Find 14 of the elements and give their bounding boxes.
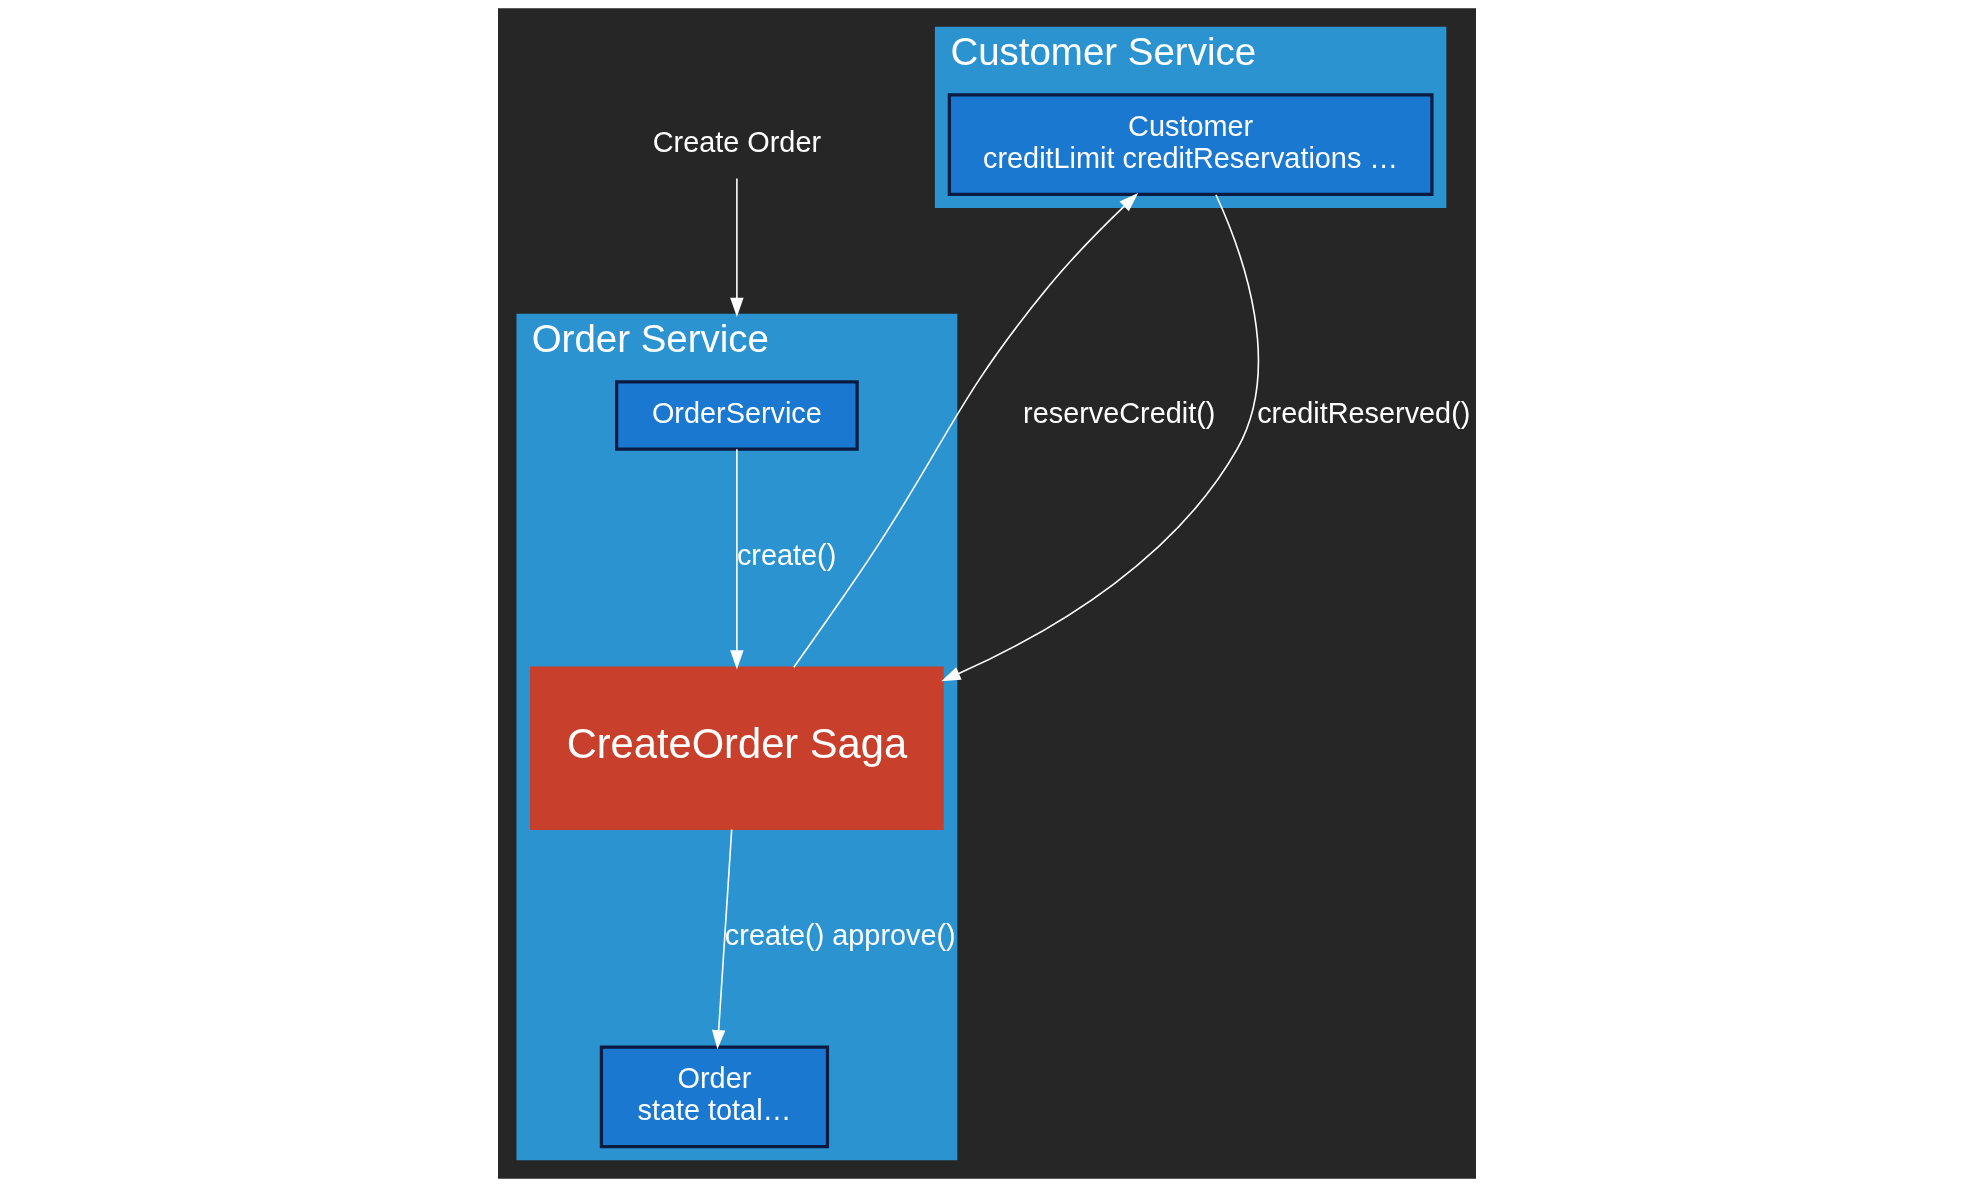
arrow bbox=[711, 828, 732, 1050]
arrow bbox=[729, 448, 744, 670]
arrow bbox=[792, 193, 1138, 668]
node-text: Create Order bbox=[652, 125, 821, 158]
node-box: Order state total… bbox=[599, 1045, 829, 1149]
edge-label: create() bbox=[736, 539, 836, 572]
arrow bbox=[729, 177, 744, 317]
edge-label: reserveCredit() bbox=[1022, 396, 1215, 429]
edge-label: creditReserved() bbox=[1256, 396, 1470, 429]
node-box: CreateOrder Saga bbox=[529, 666, 944, 830]
edge-label: create() approve() bbox=[724, 919, 956, 952]
arrow bbox=[940, 193, 1259, 682]
node-box: OrderService bbox=[614, 380, 859, 451]
node-box: Customer creditLimit creditReservations … bbox=[947, 93, 1433, 196]
